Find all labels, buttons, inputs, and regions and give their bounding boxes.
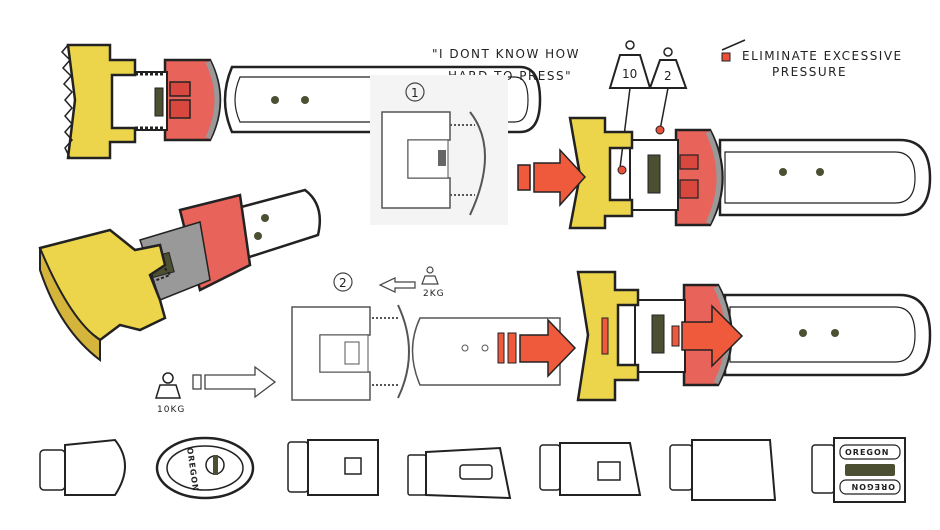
legend-line-1: ELIMINATE EXCESSIVE — [742, 49, 903, 63]
weight-10kg-label: 10KG — [157, 405, 185, 415]
weight-2kg-label: 2KG — [423, 289, 445, 299]
variant-4-flared — [407, 446, 512, 500]
step-2-sketch: 2 2KG 10KG — [154, 266, 577, 415]
legend-check-mark — [721, 39, 746, 51]
weight-tag-2: 2 — [648, 47, 688, 131]
legend-swatch — [721, 52, 731, 62]
quote-line-1: "I DONT KNOW HOW — [432, 47, 580, 61]
step-1-sketch: 1 — [370, 75, 508, 225]
buckle-balanced-press — [576, 270, 932, 402]
variant-3-square — [287, 439, 379, 496]
variant-5-tapered — [539, 442, 642, 496]
tag-label-10: 10 — [622, 67, 637, 81]
variant-2-round-logo: OREGON — [155, 436, 255, 500]
oregon-logo-bottom: OREGON — [851, 482, 896, 491]
buckle-press-test — [517, 116, 932, 230]
legend: ELIMINATE EXCESSIVE PRESSURE — [721, 39, 903, 79]
variant-7-oregon-logo: OREGON OREGON — [811, 437, 906, 503]
tag-label-2: 2 — [664, 69, 672, 83]
step-1-label: 1 — [411, 86, 419, 100]
buckle-exploded-perspective — [38, 188, 322, 363]
legend-line-2: PRESSURE — [772, 65, 847, 79]
variant-1-oval — [39, 438, 126, 496]
step-2-label: 2 — [339, 276, 347, 290]
variant-6-plain — [669, 439, 777, 501]
oregon-logo-top: OREGON — [845, 448, 890, 457]
quote-note: "I DONT KNOW HOW HARD TO PRESS" — [432, 47, 580, 83]
